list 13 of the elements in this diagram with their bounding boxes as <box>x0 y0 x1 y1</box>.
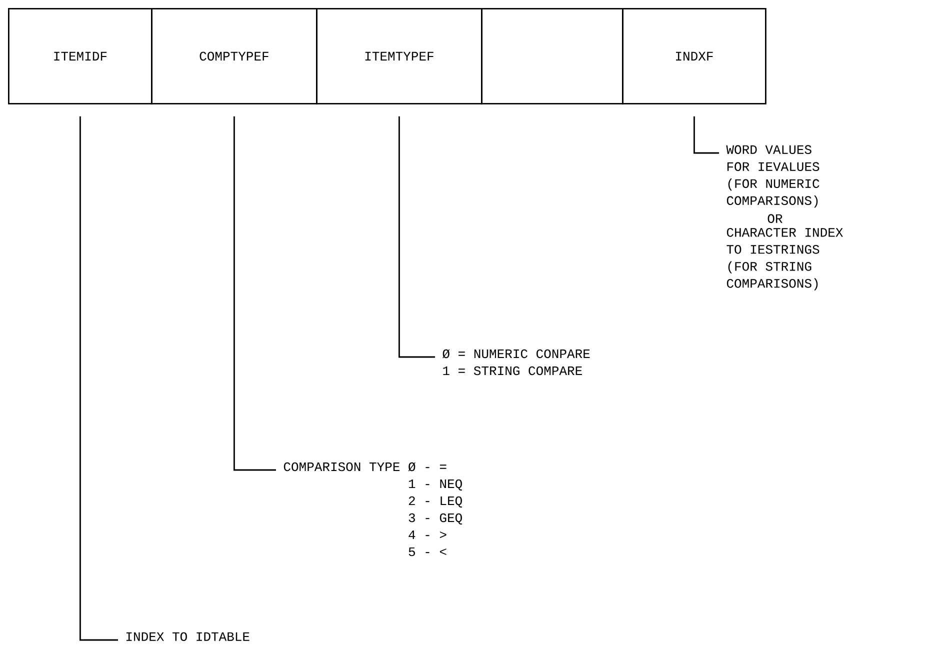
field-box: ITEMTYPEF <box>316 8 482 104</box>
annotation-text: Ø = NUMERIC CONPARE 1 = STRING COMPARE <box>442 349 590 376</box>
annotation-text: INDEX TO IDTABLE <box>126 632 250 642</box>
leader-line <box>234 116 276 471</box>
annotation-text: COMPARISON TYPE Ø - = 1 - NEQ 2 - LEQ 3 - GEQ 4 - > 5 - < <box>284 462 462 556</box>
leader-line <box>694 116 719 154</box>
field-box: INDXF <box>622 8 766 104</box>
field-box <box>481 8 624 104</box>
leader-line <box>80 116 118 641</box>
annotation-text: WORD VALUES FOR IEVALUES (FOR NUMERIC COMPARISONS) OR CHARACTER INDEX TO IESTRINGS (FOR STRING COMPARISONS) <box>726 145 843 290</box>
field-box: COMPTYPEF <box>151 8 318 104</box>
leader-line <box>398 116 435 358</box>
field-box: ITEMIDF <box>8 8 152 104</box>
